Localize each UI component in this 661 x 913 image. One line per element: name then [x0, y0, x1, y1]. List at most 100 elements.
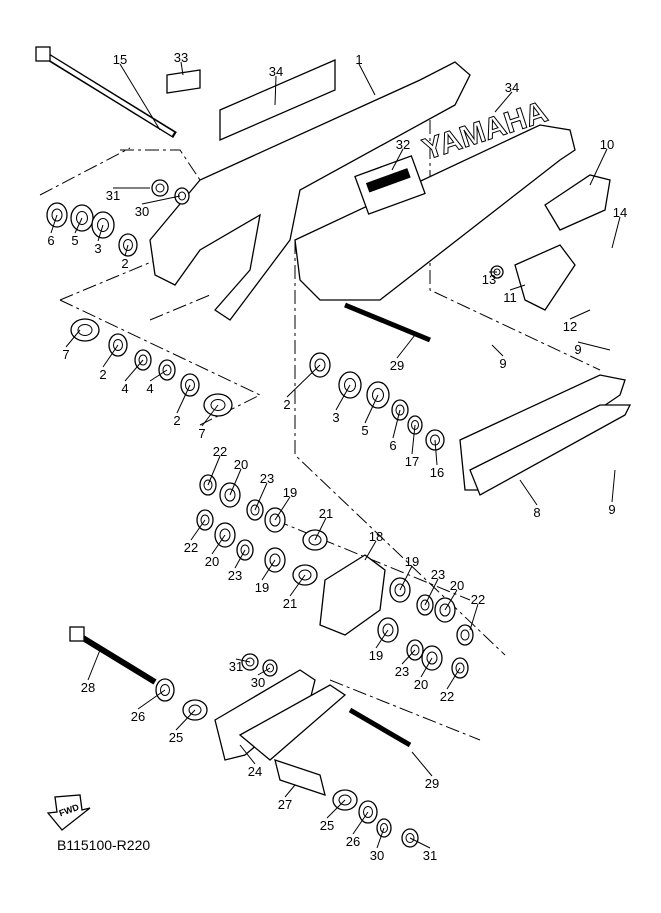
ring-bore	[51, 208, 63, 222]
leader-line	[364, 540, 377, 561]
callout-26: 26	[131, 709, 145, 724]
leader-line	[102, 344, 119, 368]
leader-line	[284, 784, 296, 798]
leader-line	[314, 517, 327, 541]
leader-line	[391, 148, 404, 171]
ring-bore	[394, 583, 406, 597]
callout-31: 31	[106, 188, 120, 203]
leader-line	[87, 649, 101, 681]
ring-bore	[460, 629, 470, 641]
callout-5: 5	[71, 233, 78, 248]
callout-20: 20	[450, 578, 464, 593]
callout-21: 21	[319, 506, 333, 521]
sticker-33	[166, 69, 201, 94]
ring-bore	[76, 211, 88, 225]
leader-line	[411, 424, 416, 455]
leader-line	[491, 344, 504, 357]
callout-25: 25	[169, 730, 183, 745]
ring-bore	[240, 544, 250, 556]
callout-19: 19	[255, 580, 269, 595]
leader-line	[234, 549, 246, 569]
leader-line	[352, 811, 369, 835]
ring-bore	[338, 794, 352, 806]
ring-bore	[155, 183, 165, 193]
ring-bore	[269, 553, 281, 567]
leader-line	[190, 519, 206, 541]
leader-line	[74, 217, 83, 234]
ring-bore	[308, 534, 322, 546]
collar-27	[274, 759, 326, 796]
callout-14: 14	[613, 205, 627, 220]
ring-bore	[185, 379, 195, 391]
leader-line	[446, 667, 461, 690]
bolt-28	[76, 632, 157, 685]
ring-bore	[123, 239, 133, 251]
callout-28: 28	[81, 680, 95, 695]
chain-slider-lower	[469, 404, 632, 496]
callout-17: 17	[405, 454, 419, 469]
callout-6: 6	[389, 438, 396, 453]
leader-line	[577, 341, 611, 351]
leader-line	[207, 455, 221, 486]
callout-15: 15	[113, 52, 127, 67]
callout-23: 23	[431, 567, 445, 582]
callout-9: 9	[574, 342, 581, 357]
guide-line	[39, 147, 131, 196]
callout-4: 4	[121, 381, 128, 396]
callout-1: 1	[355, 52, 362, 67]
ring-part	[456, 624, 474, 646]
callout-26: 26	[346, 834, 360, 849]
callout-11: 11	[503, 290, 517, 305]
callout-16: 16	[430, 465, 444, 480]
leader-line	[201, 404, 219, 427]
leader-line	[392, 409, 401, 439]
leader-line	[409, 837, 431, 849]
callout-2: 2	[283, 397, 290, 412]
callout-6: 6	[47, 233, 54, 248]
callout-25: 25	[320, 818, 334, 833]
callout-30: 30	[251, 675, 265, 690]
guide-line	[120, 149, 201, 181]
leader-line	[180, 61, 184, 76]
callout-32: 32	[396, 137, 410, 152]
leader-line	[519, 479, 538, 506]
ring-bore	[410, 644, 420, 656]
leader-line	[335, 384, 351, 411]
ring-bore	[162, 364, 172, 376]
leader-line	[434, 439, 438, 466]
connecting-rod-side	[238, 684, 347, 761]
bolt-head	[35, 46, 51, 62]
bolt-head	[69, 626, 85, 642]
leader-line	[611, 216, 621, 249]
leader-line	[396, 334, 416, 359]
guide-line	[149, 294, 211, 321]
leader-line	[235, 658, 251, 663]
leader-line	[286, 364, 321, 398]
bolt-29	[344, 302, 431, 343]
ring-part	[174, 187, 190, 205]
callout-4: 4	[146, 381, 153, 396]
leader-line	[469, 603, 479, 631]
ring-bore	[382, 623, 394, 637]
callout-12: 12	[563, 319, 577, 334]
callout-23: 23	[395, 664, 409, 679]
callout-5: 5	[361, 423, 368, 438]
swingarm	[149, 61, 471, 321]
leader-line	[376, 827, 385, 849]
ring-bore	[269, 513, 281, 527]
leader-line	[424, 578, 439, 606]
leader-line	[65, 329, 81, 348]
ring-bore	[420, 599, 430, 611]
ring-bore	[372, 388, 384, 402]
callout-33: 33	[174, 50, 188, 65]
ring-part	[70, 318, 100, 342]
leader-line	[149, 369, 168, 382]
callout-21: 21	[283, 596, 297, 611]
ring-bore	[77, 324, 93, 336]
callout-7: 7	[62, 347, 69, 362]
callout-30: 30	[370, 848, 384, 863]
ring-bore	[245, 657, 255, 667]
callout-22: 22	[440, 689, 454, 704]
leader-line	[119, 63, 161, 131]
leader-line	[274, 496, 291, 521]
